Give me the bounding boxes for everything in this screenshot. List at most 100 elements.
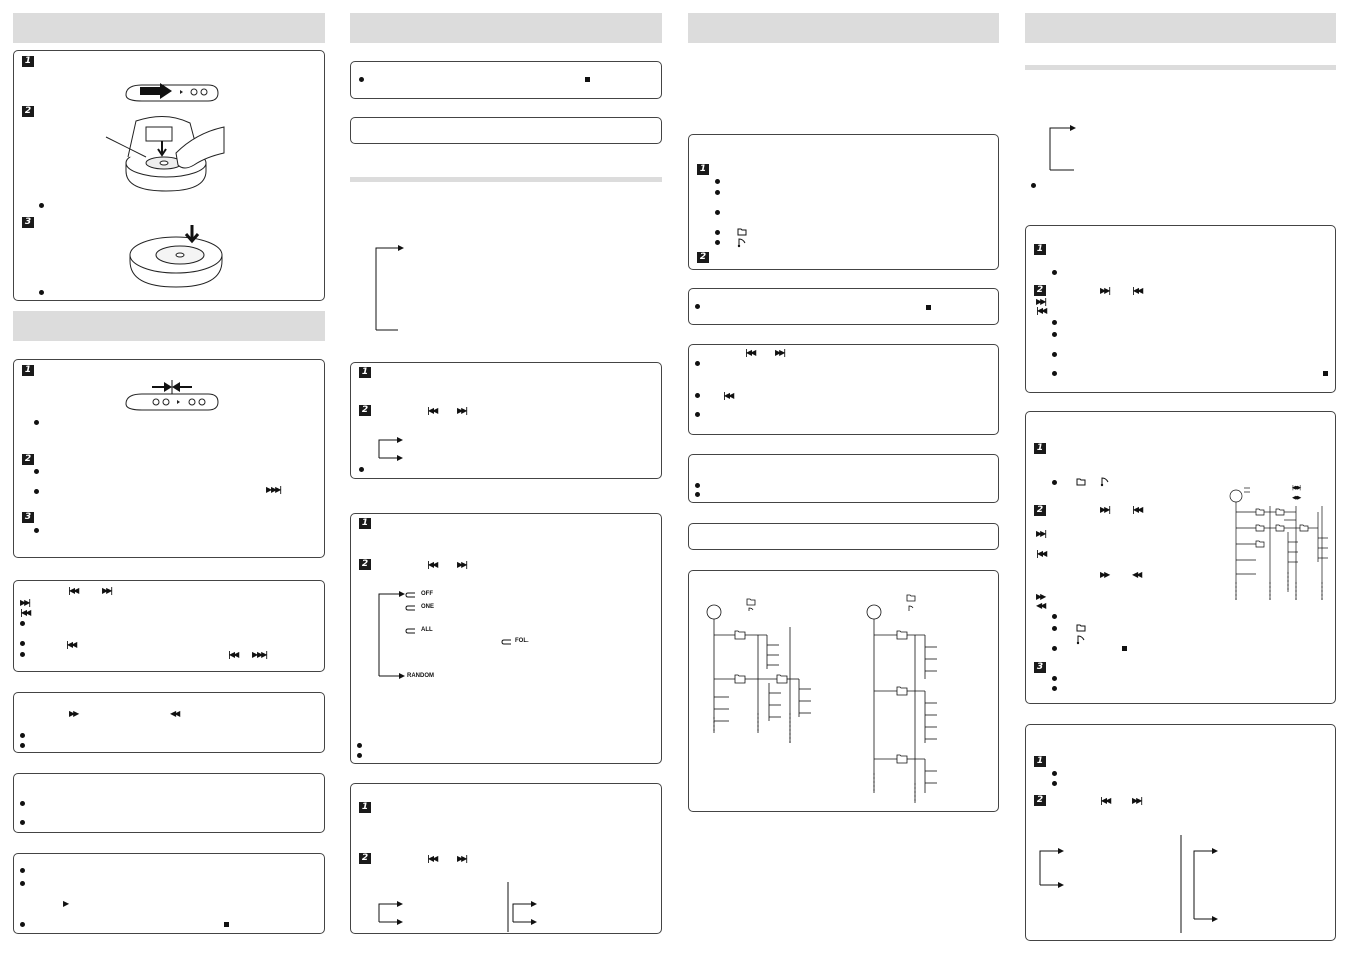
bullet-icon: [34, 528, 39, 533]
vertical-divider: [1180, 835, 1182, 933]
panel-folder-repeat: 1 2 |◀◀ ▶▶|: [1025, 724, 1336, 941]
panel-mp3-search: [688, 454, 999, 503]
step-badge-1: 1: [1034, 443, 1046, 454]
open-switch-illustration: [125, 83, 219, 102]
skip-back-icon: |◀◀: [1132, 505, 1143, 514]
skip-back-icon: |◀◀: [427, 406, 438, 415]
skip-back-icon: |◀◀: [20, 608, 31, 617]
skip-back-icon: |◀◀: [228, 650, 239, 659]
bullet-icon: [20, 868, 25, 873]
step-badge-1: 1: [1034, 756, 1046, 767]
bullet-icon: [1052, 320, 1057, 325]
fast-forward-icon: ▶▶|: [1100, 505, 1111, 514]
bullet-icon: [1052, 626, 1057, 631]
panel-disc-loading: 1 2 3: [13, 50, 325, 301]
skip-back-icon: |◀◀: [1100, 796, 1111, 805]
mode-label-random: RANDOM: [407, 673, 434, 679]
rewind-icon: ◀◀: [1132, 570, 1142, 579]
panel-mp3-skip: |◀◀ ▶▶| |◀◀: [688, 344, 999, 435]
toggle-arrows-diagram: [378, 901, 403, 925]
skip-forward-icon: ▶▶|: [1036, 529, 1047, 538]
step-badge-3: 3: [22, 217, 34, 228]
stop-icon: [224, 922, 229, 927]
panel-note-b: [350, 117, 662, 144]
hold-switch-illustration: [125, 380, 219, 411]
mode-label-fol: FOL.: [515, 638, 529, 644]
step-badge-1: 1: [359, 802, 371, 813]
bullet-icon: [1052, 781, 1057, 786]
bullet-icon: [34, 420, 39, 425]
step-badge-2: 2: [359, 405, 371, 416]
bullet-icon: [1052, 771, 1057, 776]
insert-disc-illustration: [105, 116, 225, 192]
skip-back-icon: |◀◀: [1036, 306, 1047, 315]
bullet-icon: [715, 210, 720, 215]
section-header-column-3: [688, 13, 999, 43]
skip-forward-icon: ▶▶|: [1036, 297, 1047, 306]
bullet-icon: [695, 304, 700, 309]
skip-back-icon: |◀◀: [745, 348, 756, 357]
step-badge-1: 1: [1034, 244, 1046, 255]
panel-folder-navigation: 1 2 ▶▶| |◀◀ ▶▶| |◀◀ ▶▶ ◀◀ ▶▶ ◀◀ 3: [1025, 411, 1336, 704]
mode-toggle-diagram: [1049, 125, 1076, 171]
skip-forward-icon: ▶▶|: [775, 348, 786, 357]
close-lid-illustration: [129, 225, 223, 288]
play-mode-cycle-diagram: [378, 591, 405, 679]
step-badge-3: 3: [1034, 662, 1046, 673]
panel-program: 1 2 |◀◀ ▶▶|: [350, 783, 662, 934]
fast-forward-icon: ▶▶: [1036, 592, 1046, 601]
step-badge-2: 2: [1034, 795, 1046, 806]
bullet-icon: [20, 881, 25, 886]
skip-forward-icon: ▶▶|: [457, 406, 468, 415]
panel-folder-structure: [688, 570, 999, 812]
panel-repeat-select: 1 2 |◀◀ ▶▶|: [350, 362, 662, 479]
folder-icon: [737, 228, 747, 236]
play-skip-forward-icon: ▶ ▶▶|: [252, 650, 268, 659]
bullet-icon: [20, 820, 25, 825]
step-badge-3: 3: [22, 512, 34, 523]
folder-icon: [1076, 478, 1086, 486]
bullet-icon: [357, 743, 362, 748]
section-header-column-4: [1025, 13, 1336, 43]
skip-forward-icon: ▶▶|: [1132, 796, 1143, 805]
vertical-divider: [507, 882, 509, 932]
step-badge-2: 2: [22, 454, 34, 465]
skip-forward-icon: ▶▶|: [457, 560, 468, 569]
bullet-icon: [34, 489, 39, 494]
bullet-icon: [715, 190, 720, 195]
play-skip-forward-icon: ▶ ▶▶|: [266, 485, 282, 494]
panel-skip-track: |◀◀ ▶▶| ▶▶| |◀◀ |◀◀ |◀◀ ▶ ▶▶|: [13, 580, 325, 672]
repeat-icon: [405, 628, 415, 634]
step-badge-2: 2: [359, 559, 371, 570]
bullet-icon: [695, 483, 700, 488]
bullet-icon: [20, 652, 25, 657]
panel-search: ▶▶ ◀◀: [13, 692, 325, 753]
skip-back-icon: |◀◀: [1036, 549, 1047, 558]
bullet-icon: [20, 641, 25, 646]
stop-icon: [926, 305, 931, 310]
step-badge-2: 2: [359, 853, 371, 864]
step-badge-2: 2: [697, 252, 709, 263]
bullet-icon: [695, 393, 700, 398]
bullet-icon: [695, 361, 700, 366]
bullet-icon: [1052, 676, 1057, 681]
toggle-arrows-diagram: [378, 437, 403, 461]
repeat-icon: [405, 592, 415, 598]
section-divider: [1025, 65, 1336, 70]
bullet-icon: [20, 743, 25, 748]
bullet-icon: [1031, 183, 1036, 188]
rewind-icon: ◀◀: [170, 709, 180, 718]
skip-back-icon: |◀◀: [427, 854, 438, 863]
section-header-disc-loading: [13, 13, 325, 43]
panel-resume: [13, 773, 325, 833]
bullet-icon: [34, 469, 39, 474]
panel-playback: 1 2 ▶ ▶▶| 3: [13, 359, 325, 558]
bullet-icon: [39, 290, 44, 295]
step-badge-1: 1: [359, 518, 371, 529]
bullet-icon: [1052, 270, 1057, 275]
bullet-icon: [1052, 371, 1057, 376]
step-badge-2: 2: [1034, 505, 1046, 516]
section-divider: [350, 177, 662, 182]
section-header-column-2: [350, 13, 662, 43]
bullet-icon: [359, 77, 364, 82]
